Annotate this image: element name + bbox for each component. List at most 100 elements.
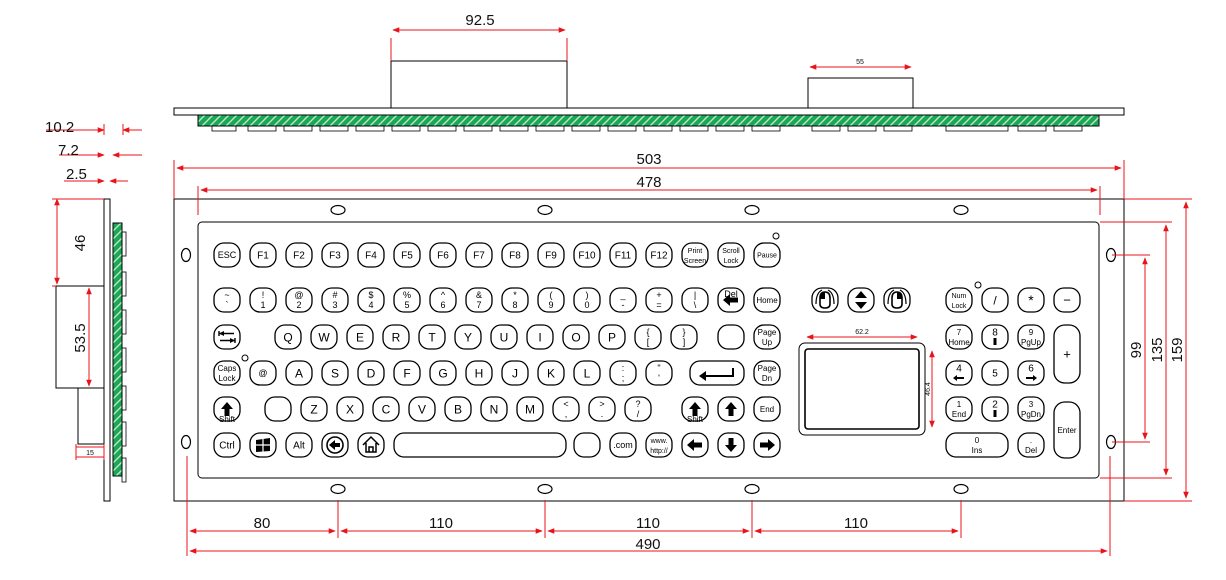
key-num-5[interactable]: 5 [981,360,1009,386]
key-w[interactable]: W [310,324,338,350]
key-i[interactable]: I [526,324,554,350]
key-n5[interactable]: %5 [393,287,421,313]
key-tab[interactable] [213,324,241,350]
key-period[interactable]: >. [588,396,616,422]
key-a[interactable]: A [285,360,313,386]
key-enter[interactable] [689,360,745,386]
key-num-slash[interactable]: / [981,287,1009,313]
key-f2[interactable]: F2 [285,242,313,268]
key-b[interactable]: B [444,396,472,422]
key-f4[interactable]: F4 [357,242,385,268]
key-semicolon[interactable]: :; [609,360,637,386]
key-n2[interactable]: @2 [285,287,313,313]
key-mouse-right-click[interactable] [883,287,911,313]
key-t[interactable]: T [418,324,446,350]
key-r[interactable]: R [382,324,410,350]
key-arrow-left[interactable] [681,432,709,458]
key-arrow-right[interactable] [753,432,781,458]
key-d[interactable]: D [357,360,385,386]
key-space[interactable] [393,432,567,458]
key-s[interactable]: S [321,360,349,386]
key-n1[interactable]: !1 [249,287,277,313]
key-pause[interactable]: Pause [753,242,781,268]
key-windows[interactable] [249,432,277,458]
key-ctrl[interactable]: Ctrl [213,432,241,458]
key-n7[interactable]: &7 [465,287,493,313]
key-num-minus[interactable]: − [1053,287,1081,313]
key-f9[interactable]: F9 [537,242,565,268]
key-f12[interactable]: F12 [645,242,673,268]
key-m[interactable]: M [516,396,544,422]
touchpad[interactable] [798,342,926,436]
key-blank[interactable] [717,324,745,350]
key-arrow-up[interactable] [717,396,745,422]
key-end[interactable]: End [753,396,781,422]
key-tilde_bot[interactable]: ~` [213,287,241,313]
key-f11[interactable]: F11 [609,242,637,268]
key-shift-left[interactable]: Shift [213,396,241,424]
key-www[interactable]: www.http:// [645,432,673,458]
key-num-multiply[interactable]: * [1017,287,1045,313]
key-num-plus[interactable]: + [1053,324,1081,384]
key-num-8[interactable]: 8 [981,324,1009,350]
key-mouse-scroll[interactable] [847,287,875,313]
key-l[interactable]: L [573,360,601,386]
key-y[interactable]: Y [454,324,482,350]
key-bracket-right[interactable]: }] [670,324,698,350]
key-delete[interactable]: Del [717,287,745,313]
key-blank[interactable] [573,432,601,458]
key-n3[interactable]: #3 [321,287,349,313]
key-p[interactable]: P [598,324,626,350]
key-f7[interactable]: F7 [465,242,493,268]
key-n0[interactable]: )0 [573,287,601,313]
key-slash[interactable]: ?/ [624,396,652,422]
key-f[interactable]: F [393,360,421,386]
key-f1[interactable]: F1 [249,242,277,268]
key-f3[interactable]: F3 [321,242,349,268]
key-c[interactable]: C [372,396,400,422]
key-n4[interactable]: $4 [357,287,385,313]
key-browser-back[interactable] [321,432,349,458]
key-n6[interactable]: ^6 [429,287,457,313]
key-f10[interactable]: F10 [573,242,601,268]
key-num-6[interactable]: 6 [1017,360,1045,386]
key-n[interactable]: N [480,396,508,422]
key-num-decimal[interactable]: .Del [1017,432,1045,458]
key-n9[interactable]: (9 [537,287,565,313]
key-k[interactable]: K [537,360,565,386]
key-blank[interactable] [264,396,292,422]
key-num-4[interactable]: 4 [945,360,973,386]
key-mouse-left-click[interactable] [811,287,839,313]
key-pipe[interactable]: |\ [681,287,709,313]
key-arrow-down[interactable] [717,432,745,458]
key-f8[interactable]: F8 [501,242,529,268]
key-comma[interactable]: <, [552,396,580,422]
key-home[interactable]: Home [753,287,781,313]
key-o[interactable]: O [562,324,590,350]
key-num-2[interactable]: 2 [981,396,1009,422]
key-shift-right[interactable]: Shift [681,396,709,424]
key-v[interactable]: V [408,396,436,422]
key-q[interactable]: Q [274,324,302,350]
key-z[interactable]: Z [300,396,328,422]
key-j[interactable]: J [501,360,529,386]
key-bracket-left[interactable]: {[ [634,324,662,350]
key-e[interactable]: E [346,324,374,350]
key-minus[interactable]: _- [609,287,637,313]
key-browser-home[interactable] [357,432,385,458]
key-x[interactable]: X [336,396,364,422]
key-u[interactable]: U [490,324,518,350]
key-at[interactable]: @ [249,360,277,386]
key-num-enter[interactable]: Enter [1053,401,1081,459]
key-h[interactable]: H [465,360,493,386]
key-dotcom[interactable]: .com [609,432,637,458]
